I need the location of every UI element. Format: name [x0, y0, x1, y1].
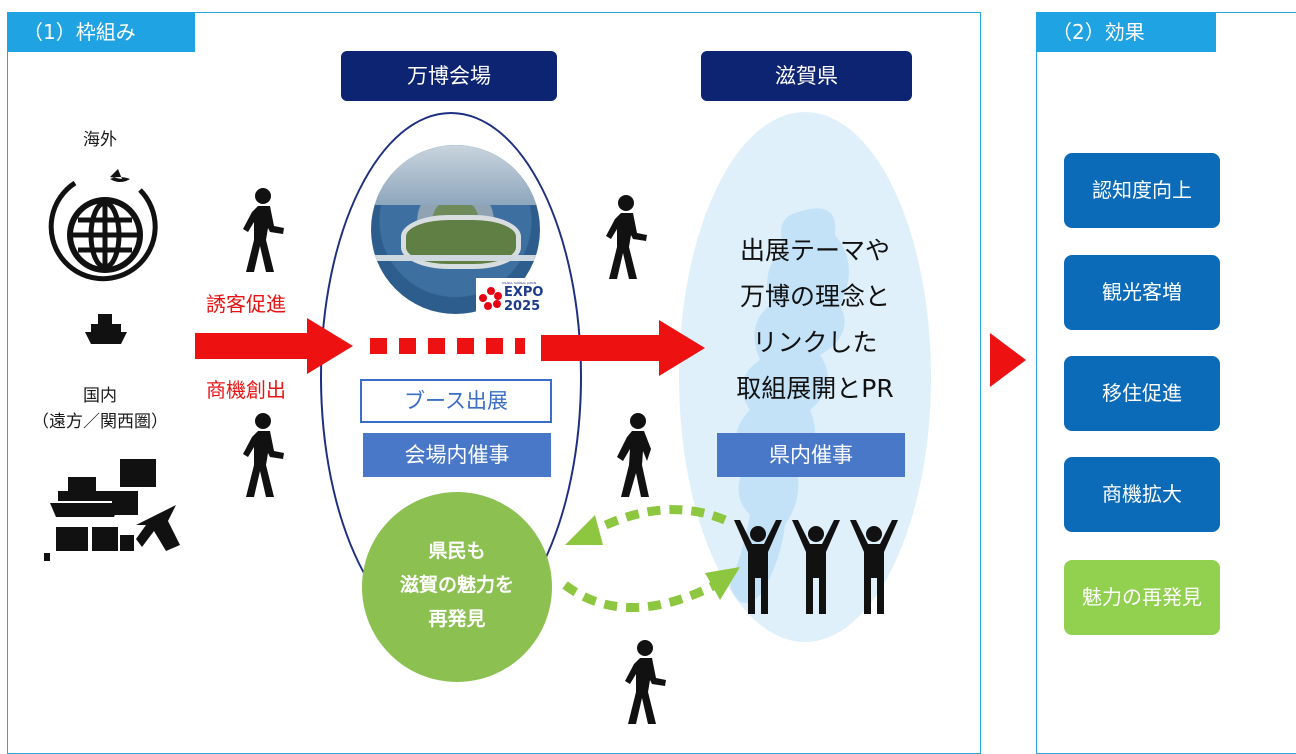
domestic-label-line2: （遠方／関西圏） — [32, 412, 168, 432]
arrow-to-effects — [990, 333, 1026, 387]
walking-person-icon — [243, 188, 284, 272]
expo-logo-year: 2025 — [504, 299, 541, 314]
transport-icon — [44, 459, 180, 561]
residents-line3: 再発見 — [428, 608, 486, 630]
effects-tag: （2）効果 — [1036, 12, 1216, 52]
walking-person-icon — [606, 195, 647, 279]
domestic-label-line1: 国内 — [83, 386, 117, 406]
expo-logo-text: EXPO — [504, 285, 544, 300]
arrow-to-venue — [195, 318, 353, 374]
shiga-theme-text: 出展テーマや 万博の理念と リンクした 取組展開とPR — [715, 228, 915, 412]
shiga-header: 滋賀県 — [701, 51, 912, 101]
framework-tag: （1）枠組み — [7, 12, 195, 52]
expo-logo-mark-icon — [479, 287, 502, 310]
booth-exhibit-box: ブース出展 — [360, 379, 552, 423]
ship-icon — [85, 314, 127, 344]
theme-line: 万博の理念と — [739, 282, 890, 311]
cheering-people-icon — [734, 520, 898, 614]
theme-line: リンクした — [752, 328, 878, 357]
prefecture-event-box: 県内催事 — [717, 433, 905, 477]
effect-rediscovery: 魅力の再発見 — [1064, 560, 1220, 635]
expo-2025-logo: OSAKA, KANSAI, JAPAN EXPO 2025 — [476, 278, 544, 318]
residents-loop-arrows — [562, 505, 740, 612]
overseas-label: 海外 — [83, 130, 117, 150]
business-creation-label: 商機創出 — [206, 378, 286, 402]
expo-venue-header: 万博会場 — [341, 51, 557, 101]
theme-line: 取組展開とPR — [736, 374, 894, 403]
domestic-label: 国内 （遠方／関西圏） — [10, 383, 190, 435]
walking-person-icon — [243, 413, 284, 497]
effect-awareness: 認知度向上 — [1064, 153, 1220, 228]
dashed-through-venue — [370, 338, 525, 354]
globe-icon — [48, 169, 158, 282]
theme-line: 出展テーマや — [739, 236, 890, 265]
lake-biwa-shape — [730, 208, 849, 604]
arrow-to-shiga — [541, 320, 705, 376]
effect-migration: 移住促進 — [1064, 356, 1220, 431]
expo-logo-small-text: OSAKA, KANSAI, JAPAN — [502, 281, 537, 285]
residents-line1: 県民も — [428, 540, 486, 562]
effect-business: 商機拡大 — [1064, 457, 1220, 532]
walking-person-icon — [617, 413, 651, 497]
attract-visitors-label: 誘客促進 — [206, 292, 286, 316]
residents-rediscover-circle: 県民も 滋賀の魅力を 再発見 — [362, 492, 552, 682]
residents-line2: 滋賀の魅力を — [399, 574, 514, 596]
walking-person-icon — [625, 640, 666, 724]
effect-tourists: 観光客増 — [1064, 255, 1220, 330]
venue-event-box: 会場内催事 — [363, 433, 551, 477]
